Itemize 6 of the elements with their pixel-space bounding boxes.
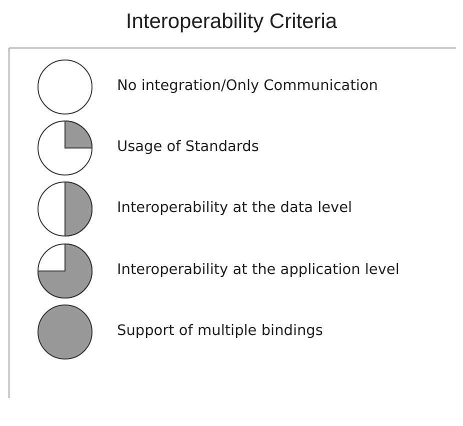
- legend-text: No integration/Only Communication: [117, 78, 378, 94]
- legend-text: Interoperability at the application level: [117, 262, 400, 278]
- legend-text: Interoperability at the data level: [117, 200, 352, 216]
- legend-text: Support of multiple bindings: [117, 323, 323, 339]
- legend-text: Usage of Standards: [117, 139, 259, 155]
- diagram-title: Interoperability Criteria: [124, 10, 338, 34]
